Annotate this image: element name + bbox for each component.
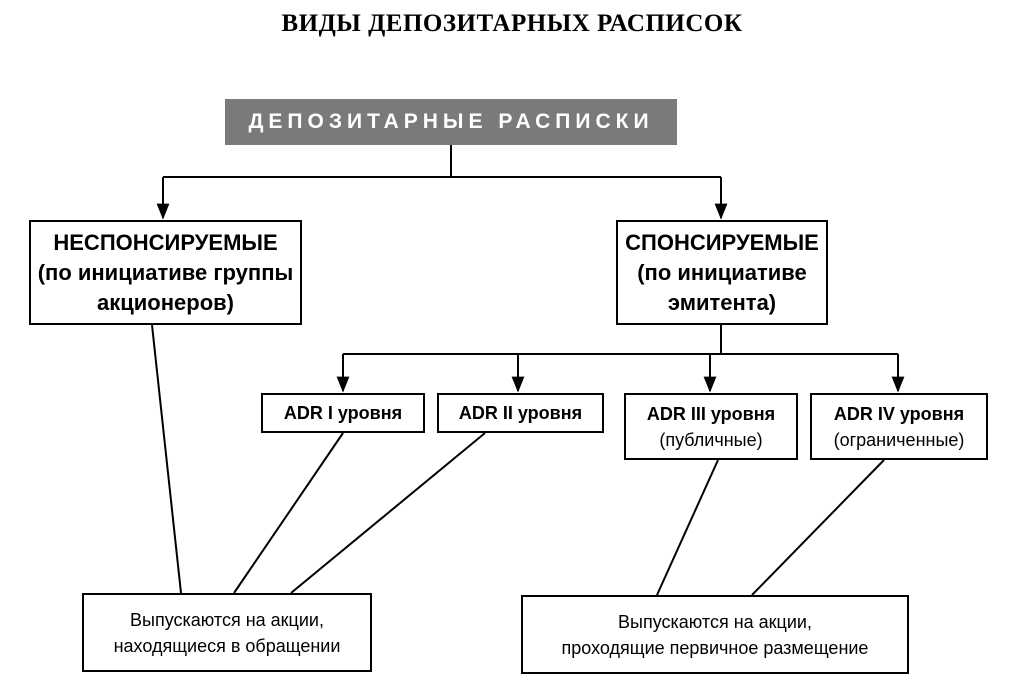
- link-adr3-to-placement: [656, 459, 719, 596]
- node-sponsored-sub1: (по инициативе: [637, 259, 807, 285]
- node-adr-level-3-label: ADR III уровня: [646, 403, 776, 424]
- link-adr4-to-placement: [751, 459, 885, 596]
- node-circulating-line1: Выпускаются на акции,: [130, 609, 324, 630]
- node-sponsored-sub2: эмитента): [667, 289, 777, 315]
- node-unsponsored: НЕСПОНСИРУЕМЫЕ (по инициативе группы акц…: [29, 220, 302, 325]
- node-unsponsored-sub2: акционеров): [97, 289, 234, 315]
- link-unsponsored-to-circulation: [151, 324, 182, 594]
- node-sponsored-label: СПОНСИРУЕМЫЕ: [625, 229, 819, 255]
- node-placement-line1: Выпускаются на акции,: [618, 611, 812, 632]
- node-adr-level-3-note: (публичные): [659, 429, 763, 450]
- node-adr-level-2-label: ADR II уровня: [458, 403, 583, 423]
- node-adr-level-4: ADR IV уровня (ограниченные): [810, 393, 988, 460]
- link-adr1-to-circulation: [233, 432, 344, 594]
- node-circulating-line2: находящиеся в обращении: [113, 635, 341, 656]
- node-unsponsored-sub1: (по инициативе группы: [37, 259, 294, 285]
- node-adr-level-3: ADR III уровня (публичные): [624, 393, 798, 460]
- node-sponsored: СПОНСИРУЕМЫЕ (по инициативе эмитента): [616, 220, 828, 325]
- node-placement-line2: проходящие первичное размещение: [561, 637, 869, 658]
- node-unsponsored-label: НЕСПОНСИРУЕМЫЕ: [53, 229, 278, 255]
- node-adr-level-1: ADR I уровня: [261, 393, 425, 433]
- link-adr2-to-circulation: [290, 432, 486, 594]
- node-issued-on-initial-placement: Выпускаются на акции, проходящие первичн…: [521, 595, 909, 674]
- node-adr-level-4-label: ADR IV уровня: [833, 403, 965, 424]
- node-adr-level-1-label: ADR I уровня: [283, 403, 403, 423]
- node-issued-on-circulating-shares: Выпускаются на акции, находящиеся в обра…: [82, 593, 372, 672]
- node-adr-level-2: ADR II уровня: [437, 393, 604, 433]
- diagram-title: ВИДЫ ДЕПОЗИТАРНЫХ РАСПИСОК: [281, 10, 743, 37]
- root-node-depositary-receipts: ДЕПОЗИТАРНЫЕ РАСПИСКИ: [225, 99, 677, 145]
- node-adr-level-4-note: (ограниченные): [833, 429, 965, 450]
